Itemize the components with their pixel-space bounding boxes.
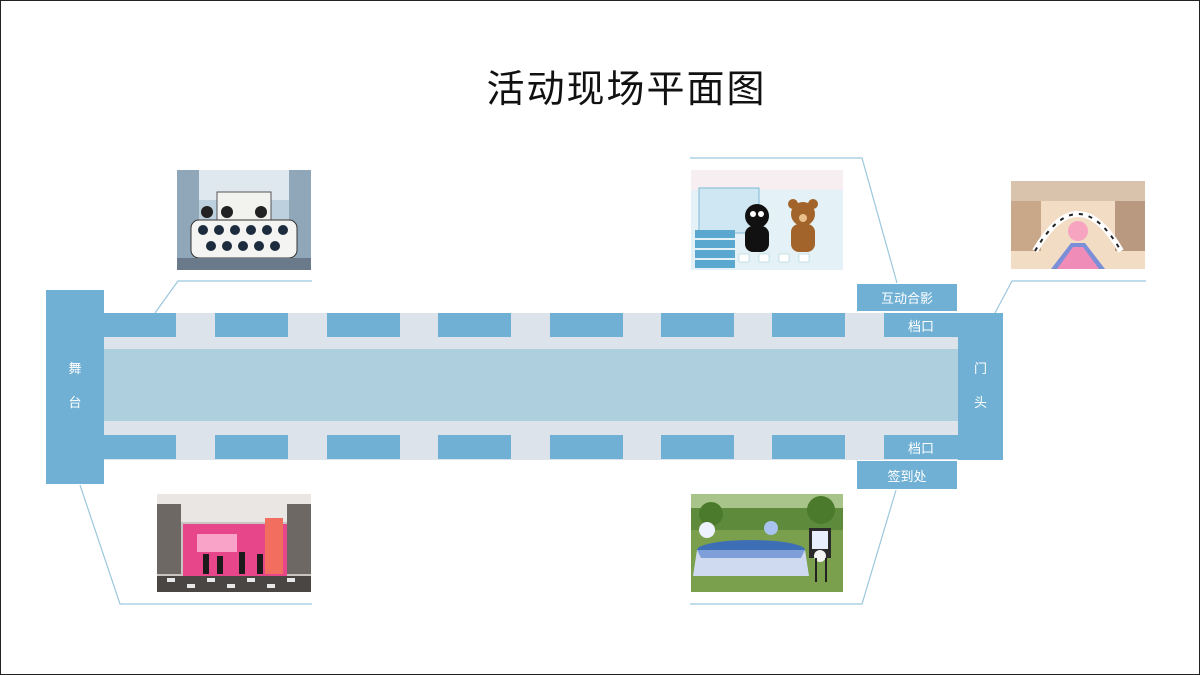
booth-bottom-4 bbox=[438, 435, 511, 459]
sign-in-label: 签到处 bbox=[857, 461, 957, 489]
booth-bottom-6 bbox=[661, 435, 734, 459]
photo-interactive-photo bbox=[691, 170, 843, 270]
leader-line-entrance bbox=[994, 280, 1146, 314]
stage-block: 舞 台 bbox=[46, 290, 104, 484]
booth-top-4 bbox=[438, 313, 511, 337]
booth-bottom-2 bbox=[215, 435, 288, 459]
booth-top-5 bbox=[550, 313, 623, 337]
entrance-block: 门 头 bbox=[958, 313, 1003, 460]
interactive-photo-label: 互动合影 bbox=[857, 284, 957, 311]
booth-top-2 bbox=[215, 313, 288, 337]
booth-bottom-5 bbox=[550, 435, 623, 459]
page-title: 活动现场平面图 bbox=[486, 67, 767, 111]
main-aisle bbox=[103, 349, 958, 421]
stage-char-2: 台 bbox=[68, 396, 82, 411]
booth-top-3 bbox=[327, 313, 400, 337]
entrance-char-2: 头 bbox=[973, 395, 987, 411]
booth-top-label: 档口 bbox=[884, 313, 958, 337]
booth-top-1 bbox=[103, 313, 176, 337]
booth-bottom-7 bbox=[772, 435, 845, 459]
leader-line-stage-top bbox=[154, 280, 312, 314]
booth-bottom-1 bbox=[103, 435, 176, 459]
booth-bottom-label: 档口 bbox=[884, 435, 958, 459]
booth-top-6 bbox=[661, 313, 734, 337]
photo-entrance bbox=[1011, 181, 1145, 269]
leader-line-interactive-photo bbox=[690, 157, 898, 284]
stage-char-1: 舞 bbox=[68, 362, 82, 377]
entrance-char-1: 门 bbox=[973, 361, 987, 377]
photo-sign-in bbox=[691, 494, 843, 592]
booth-top-7 bbox=[772, 313, 845, 337]
photo-stage-booth bbox=[177, 170, 311, 270]
leader-line-sign-in bbox=[690, 489, 897, 605]
photo-stage-venue bbox=[157, 494, 311, 592]
booth-bottom-3 bbox=[327, 435, 400, 459]
leader-line-stage-bottom bbox=[79, 484, 312, 605]
